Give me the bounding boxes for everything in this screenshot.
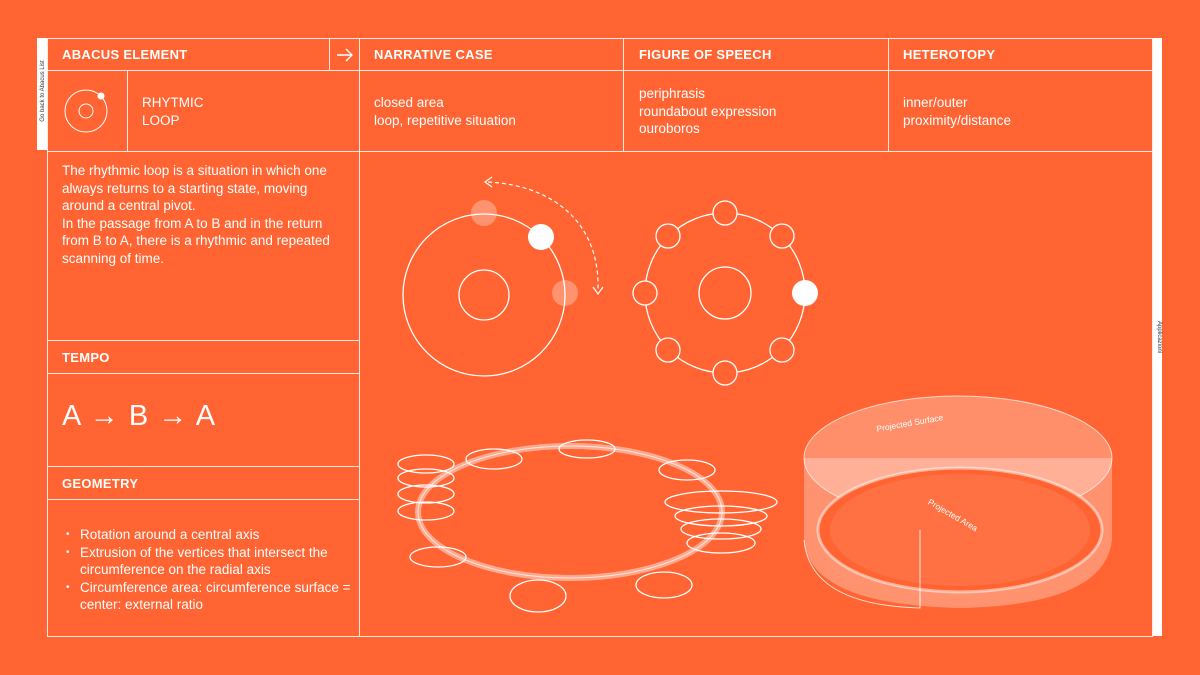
tempo-title: TEMPO — [62, 350, 110, 365]
arrow-right-icon[interactable] — [333, 45, 357, 65]
geometry-item: Circumference area: circumference surfac… — [62, 579, 352, 614]
header-narrative-case: NARRATIVE CASE — [374, 47, 493, 62]
perspective-loop-diagram — [397, 439, 778, 613]
description-text: The rhythmic loop is a situation in whic… — [62, 163, 330, 266]
tempo-sequence: A → B → A — [62, 400, 217, 432]
rhythmic-loop-icon — [64, 89, 108, 133]
header-heterotopy: HETEROTOPY — [903, 47, 996, 62]
applications-tab[interactable]: Applicazioni — [1153, 38, 1162, 636]
projected-cylinder-diagram — [803, 395, 1113, 609]
figure-of-speech-value: periphrasis roundabout expression ourobo… — [639, 86, 777, 136]
header-figure-of-speech: FIGURE OF SPEECH — [639, 47, 772, 62]
geometry-title: GEOMETRY — [62, 476, 139, 491]
geometry-item: Extrusion of the vertices that intersect… — [62, 544, 352, 579]
geometry-item: Rotation around a central axis — [62, 526, 352, 544]
back-to-list-label: Go back to Abacus List — [40, 60, 46, 122]
element-name: RHYTMIC LOOP — [142, 95, 204, 128]
geometry-list: Rotation around a central axis Extrusion… — [62, 526, 352, 614]
back-to-list-tab[interactable]: Go back to Abacus List — [37, 38, 47, 150]
ring-nodes-diagram — [632, 200, 818, 386]
applications-label: Applicazioni — [1156, 320, 1162, 354]
narrative-case-value: closed area loop, repetitive situation — [374, 95, 516, 128]
orbit-diagram — [402, 176, 604, 377]
heterotopy-value: inner/outer proximity/distance — [903, 95, 1012, 128]
header-abacus-element: ABACUS ELEMENT — [62, 47, 188, 62]
